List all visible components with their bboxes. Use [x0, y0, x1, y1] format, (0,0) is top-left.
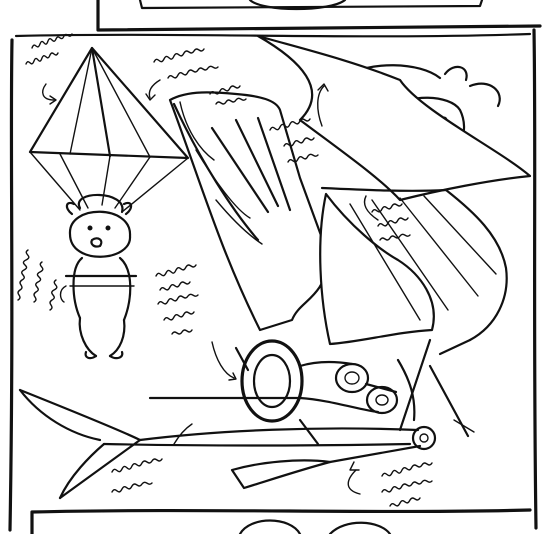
- bottom-panel-remnant: [30, 508, 532, 534]
- cockpit-frame: [234, 338, 437, 451]
- bat-wing: [168, 91, 332, 332]
- fabric-sheet: [256, 34, 532, 202]
- top-panel-remnant: [96, 0, 542, 32]
- annotation-arrows: [42, 79, 379, 495]
- outer-frame: [8, 28, 538, 532]
- fuselage-tail: [18, 364, 475, 500]
- glider-sail: [319, 186, 508, 356]
- handwriting-scribbles: [17, 33, 433, 507]
- parachute-bear: [28, 46, 190, 360]
